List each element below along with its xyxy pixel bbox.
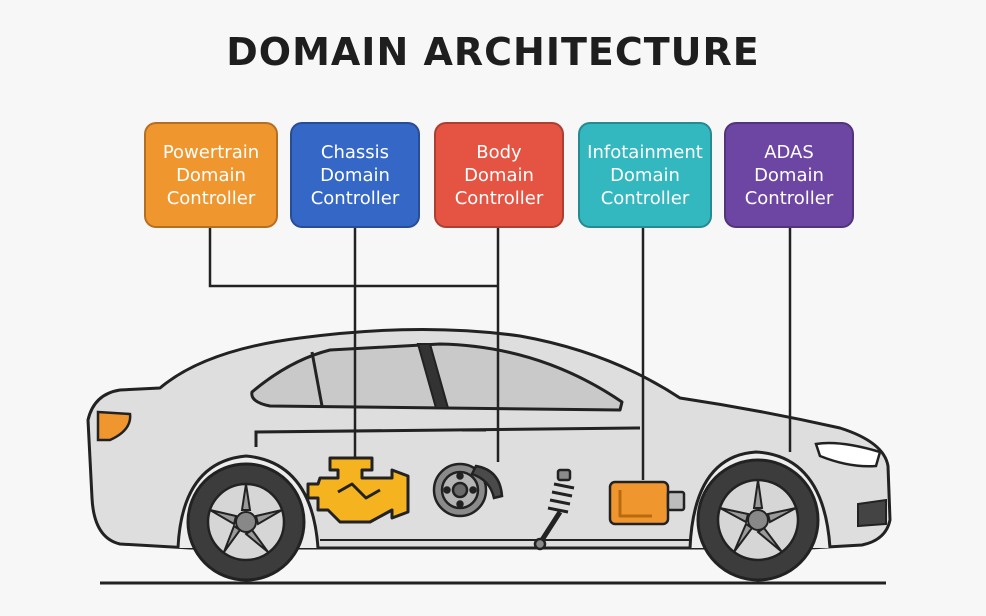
infotainment-label: Infotainment Domain Controller	[587, 141, 703, 209]
oil-tank-icon	[608, 480, 686, 526]
brake-disc-icon	[432, 462, 504, 518]
powertrain-domain-controller: Powertrain Domain Controller	[144, 122, 278, 228]
body-label: Body Domain Controller	[454, 141, 544, 209]
adas-label: ADAS Domain Controller	[744, 141, 834, 209]
powertrain-connector	[208, 228, 498, 288]
engine-icon	[306, 456, 410, 524]
rear-wheel	[186, 462, 306, 582]
body-domain-controller: Body Domain Controller	[434, 122, 564, 228]
tail-light	[96, 410, 132, 442]
window-pillar-front	[310, 351, 324, 407]
diagram-title: DOMAIN ARCHITECTURE	[226, 30, 760, 74]
door-line	[254, 426, 641, 447]
infotainment-domain-controller: Infotainment Domain Controller	[578, 122, 712, 228]
headlight	[814, 441, 882, 468]
chassis-domain-controller: Chassis Domain Controller	[290, 122, 420, 228]
front-wheel	[696, 458, 820, 582]
chassis-label: Chassis Domain Controller	[310, 141, 400, 209]
shock-absorber-icon	[533, 468, 575, 551]
window-b-pillar	[416, 343, 450, 409]
bumper-vent	[857, 498, 887, 528]
connection-lines	[208, 228, 792, 480]
adas-domain-controller: ADAS Domain Controller	[724, 122, 854, 228]
powertrain-label: Powertrain Domain Controller	[162, 141, 260, 209]
